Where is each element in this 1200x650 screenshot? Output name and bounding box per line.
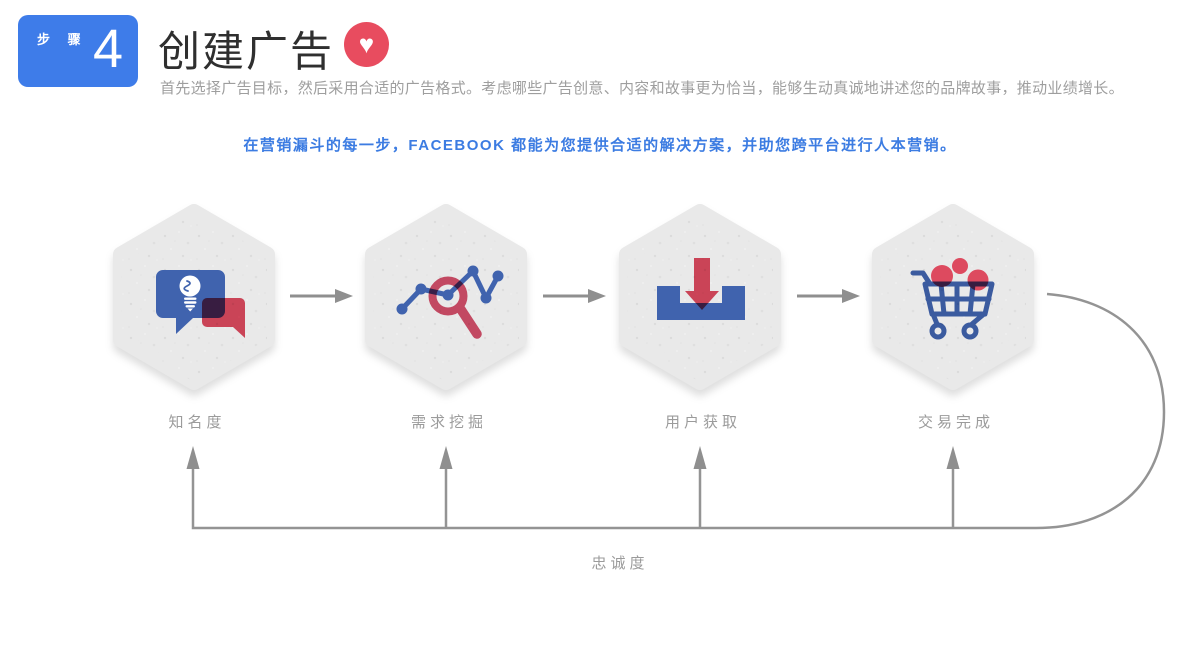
red-speech-bubble	[202, 298, 245, 338]
tagline-text: 在营销漏斗的每一步，FACEBOOK 都能为您提供合适的解决方案，并助您跨平台进…	[243, 137, 957, 154]
chart-magnifier-icon	[396, 265, 504, 339]
trend-dots	[396, 265, 504, 315]
step-badge: 步 骤 4	[18, 15, 138, 87]
step-label: 步 骤	[37, 32, 88, 47]
down-arrow	[685, 258, 719, 310]
hexagon-awareness	[113, 204, 275, 390]
cart-glyph	[910, 270, 995, 340]
stage-label-transaction: 交易完成	[917, 414, 995, 431]
loop-arrowheads	[186, 446, 960, 469]
stage-label-acquisition: 用户获取	[664, 414, 742, 431]
loyalty-loop-path	[191, 292, 1166, 530]
hexagon-transaction	[872, 204, 1034, 390]
page-title: 创建广告	[158, 28, 335, 75]
hexagon-demand	[365, 204, 527, 390]
loyalty-label: 忠诚度	[591, 555, 649, 572]
flow-arrow-1	[290, 289, 353, 303]
magnifier-glyph	[428, 276, 482, 339]
hexagon-acquisition	[619, 204, 781, 390]
shopping-cart-icon	[910, 258, 995, 340]
heart-glyph: ♥	[358, 29, 375, 59]
download-tray-icon	[657, 258, 745, 320]
flow-arrow-3	[797, 289, 860, 303]
subtitle-text: 首先选择广告目标，然后采用合适的广告格式。考虑哪些广告创意、内容和故事更为恰当，…	[160, 80, 1124, 97]
stage-label-demand: 需求挖掘	[410, 414, 488, 431]
lightbulb-glyph	[179, 275, 201, 312]
step-number: 4	[92, 19, 123, 79]
heart-icon: ♥	[344, 22, 389, 67]
loyalty-loop	[186, 292, 1166, 530]
chat-bubbles-lightbulb-icon	[156, 270, 245, 338]
stage-label-awareness: 知名度	[168, 414, 226, 431]
flow-arrow-2	[543, 289, 606, 303]
